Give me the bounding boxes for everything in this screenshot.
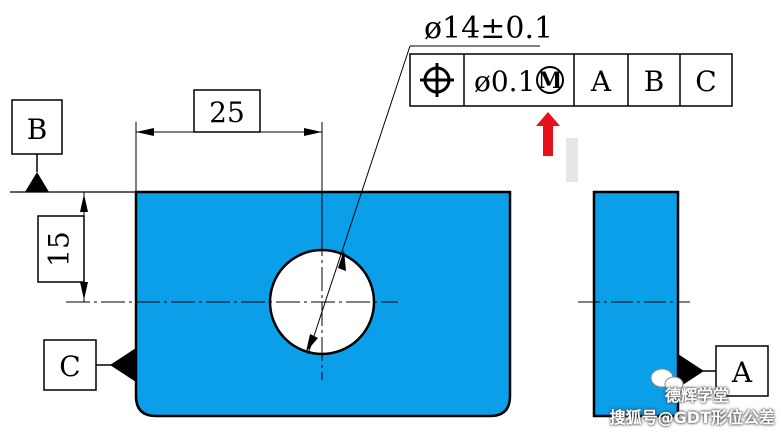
fcf-datum-c: C [695,65,716,98]
svg-text:M: M [538,68,562,94]
hole-diameter-leader [307,45,411,355]
datum-b-label: B [27,113,48,146]
datum-c-label: C [59,350,80,383]
red-up-arrow-icon [536,112,560,156]
feature-control-frame: ø0.1 M A B C [409,53,733,107]
dim-15-text: 15 [43,231,76,267]
fcf-datum-a: A [590,65,612,98]
gray-smudge [566,138,578,182]
fcf-tolerance: ø0.1 [474,65,535,98]
dim-25-box [193,89,261,133]
watermark-account: 搜狐号@GDT形位公差 [609,408,775,427]
dim-15-box [37,215,85,283]
hole-size-callout: ø14±0.1 [424,11,553,46]
datum-a-box [715,345,769,397]
datum-b-triangle [25,172,49,192]
mmc-modifier-icon: M [536,66,564,94]
datum-c-box [43,339,97,391]
datum-a-triangle [678,354,704,388]
fcf-datum-b: B [644,65,665,98]
wechat-icon [650,368,684,392]
dim-25-text: 25 [209,96,245,129]
datum-c-triangle [110,348,136,382]
datum-a-label: A [731,356,753,389]
datum-b-box [11,99,63,155]
position-icon [420,63,454,97]
watermark-title: 德辉学堂 [664,386,729,405]
